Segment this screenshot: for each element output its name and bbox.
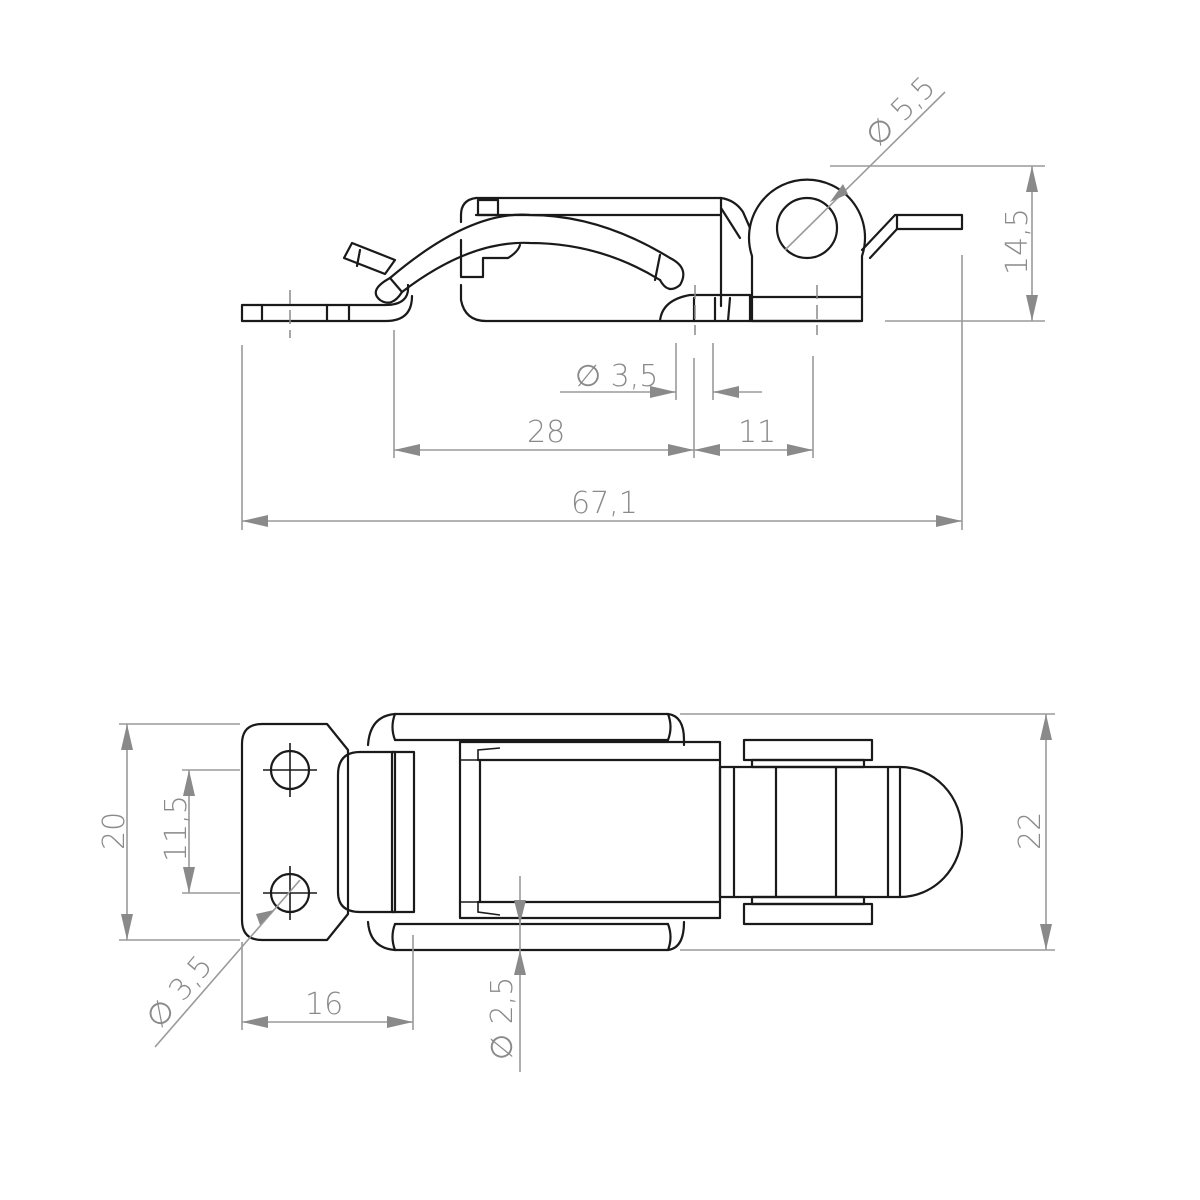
- dim-plate-length-label: 16: [305, 987, 343, 1022]
- dim-mount-hole-label: ∅ 3,5: [139, 949, 219, 1035]
- dim-overall-width: 22: [680, 713, 1055, 951]
- dim-hole-large-label: ∅ 5,5: [859, 70, 943, 154]
- dim-plate-length: 16: [241, 935, 414, 1030]
- eyelet-ring: [747, 178, 867, 335]
- dim-plate-width-label: 20: [97, 812, 132, 850]
- dim-hole-spacing-label: 11,5: [159, 795, 194, 862]
- side-view: ∅ 5,5 14,5 ∅ 3,5: [240, 70, 1045, 530]
- eyelet-top: [718, 738, 964, 926]
- dim-spans: 28 11: [393, 330, 814, 458]
- dim-wire: ∅ 2,5: [485, 876, 526, 1072]
- dim-hole-large: ∅ 5,5: [784, 70, 946, 251]
- eyelet-hole: [775, 196, 839, 260]
- right-tab: [860, 213, 964, 260]
- dim-height-label: 14,5: [1000, 208, 1035, 275]
- top-view: 20 11,5 ∅ 3,5 16: [97, 712, 1055, 1072]
- wire-bail: [374, 213, 685, 304]
- dim-overall-width-label: 22: [1013, 812, 1048, 850]
- base-plate-left: [240, 283, 414, 338]
- dim-overall-length: 67,1: [241, 255, 963, 530]
- latch-body-top: [458, 740, 722, 920]
- dim-plate-width: 20: [97, 723, 240, 941]
- latch-body: [459, 196, 862, 335]
- dim-span-28-label: 28: [527, 415, 565, 450]
- dim-span-11-label: 11: [738, 415, 776, 450]
- dim-hole-small: ∅ 3,5: [560, 343, 762, 400]
- dim-overall-length-label: 67,1: [571, 486, 638, 521]
- lever-tab: [342, 241, 397, 276]
- mounting-plate: [240, 722, 350, 942]
- dim-hole-spacing: 11,5: [159, 769, 240, 894]
- plate-hinge: [336, 750, 416, 914]
- dim-hole-small-label: ∅ 3,5: [575, 359, 658, 394]
- bail-frame: [366, 712, 686, 952]
- dim-height: 14,5: [830, 165, 1045, 322]
- dim-wire-label: ∅ 2,5: [485, 977, 520, 1060]
